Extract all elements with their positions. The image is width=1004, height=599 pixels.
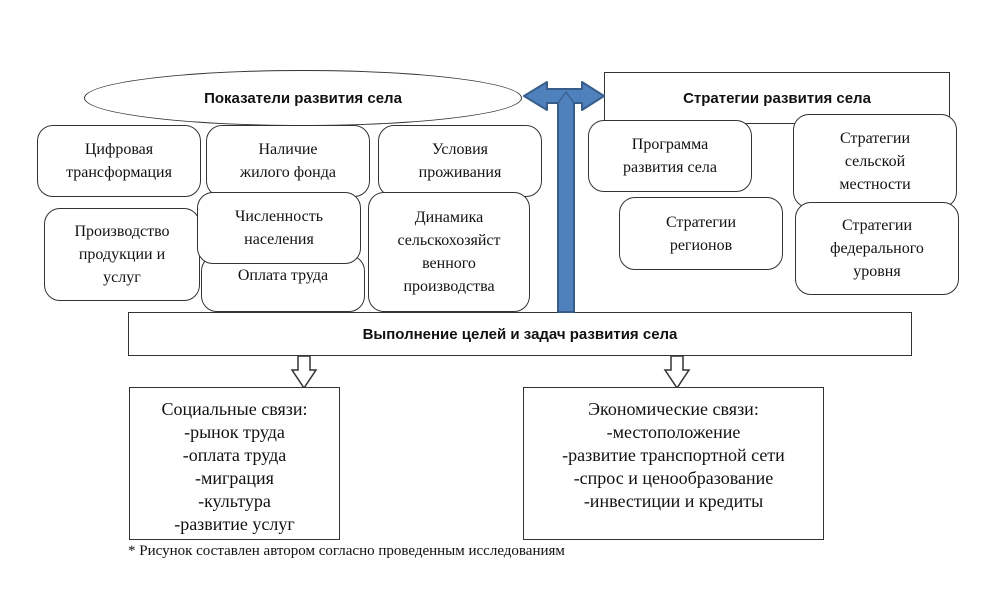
indicator-production: Производство продукции и услуг <box>44 208 200 301</box>
strategy-label: Программа развития села <box>623 136 717 176</box>
indicator-label: Динамика сельскохозяйст венного производ… <box>397 209 501 295</box>
indicator-label: Численность населения <box>234 208 324 248</box>
strategy-federal: Стратегии федерального уровня <box>795 202 959 295</box>
economic-item: -инвестиции и кредиты <box>583 491 764 511</box>
social-item: -миграция <box>195 468 274 488</box>
strategy-regions: Стратегии регионов <box>619 197 783 270</box>
strategy-rural-program: Программа развития села <box>588 120 752 192</box>
economic-item: -местоположение <box>606 422 741 442</box>
strategy-label: Стратегии федерального уровня <box>830 217 924 280</box>
footnote: * Рисунок составлен автором согласно про… <box>128 543 565 559</box>
social-item: -развитие услуг <box>174 514 295 534</box>
indicator-agri-dynamics: Динамика сельскохозяйст венного производ… <box>368 192 530 312</box>
indicator-label: Цифровая трансформация <box>66 141 172 181</box>
economic-links-box: Экономические связи: -местоположение -ра… <box>523 387 824 540</box>
goals-box: Выполнение целей и задач развития села <box>128 312 912 356</box>
strategies-title: Стратегии развития села <box>683 89 871 107</box>
down-arrow-social-icon <box>290 355 318 390</box>
goals-title: Выполнение целей и задач развития села <box>362 325 678 343</box>
indicator-label: Производство продукции и услуг <box>74 223 170 286</box>
economic-item: -развитие транспортной сети <box>562 445 785 465</box>
strategies-title-box: Стратегии развития села <box>604 72 950 124</box>
strategy-rural-areas: Стратегии сельской местности <box>793 114 957 208</box>
social-item: -культура <box>198 491 271 511</box>
indicator-digital: Цифровая трансформация <box>37 125 201 197</box>
indicators-title: Показатели развития села <box>204 89 402 107</box>
indicator-label: Условия проживания <box>418 141 502 181</box>
social-item: -оплата труда <box>182 445 287 465</box>
strategy-label: Стратегии сельской местности <box>839 129 911 193</box>
social-links-box: Социальные связи: -рынок труда -оплата т… <box>129 387 340 540</box>
indicator-label: Оплата труда <box>237 267 329 284</box>
indicator-housing: Наличие жилого фонда <box>206 125 370 197</box>
indicator-living-conditions: Условия проживания <box>378 125 542 197</box>
economic-title: Экономические связи: <box>588 399 759 419</box>
arrow-ridge <box>557 90 575 104</box>
double-arrow-icon <box>523 81 605 313</box>
indicator-label: Наличие жилого фонда <box>240 141 336 181</box>
economic-item: -спрос и ценообразование <box>573 468 774 488</box>
down-arrow-economic-icon <box>663 355 691 390</box>
indicator-population: Численность населения <box>197 192 361 264</box>
strategy-label: Стратегии регионов <box>665 213 737 254</box>
social-title: Социальные связи: <box>161 399 308 419</box>
social-item: -рынок труда <box>184 422 285 442</box>
